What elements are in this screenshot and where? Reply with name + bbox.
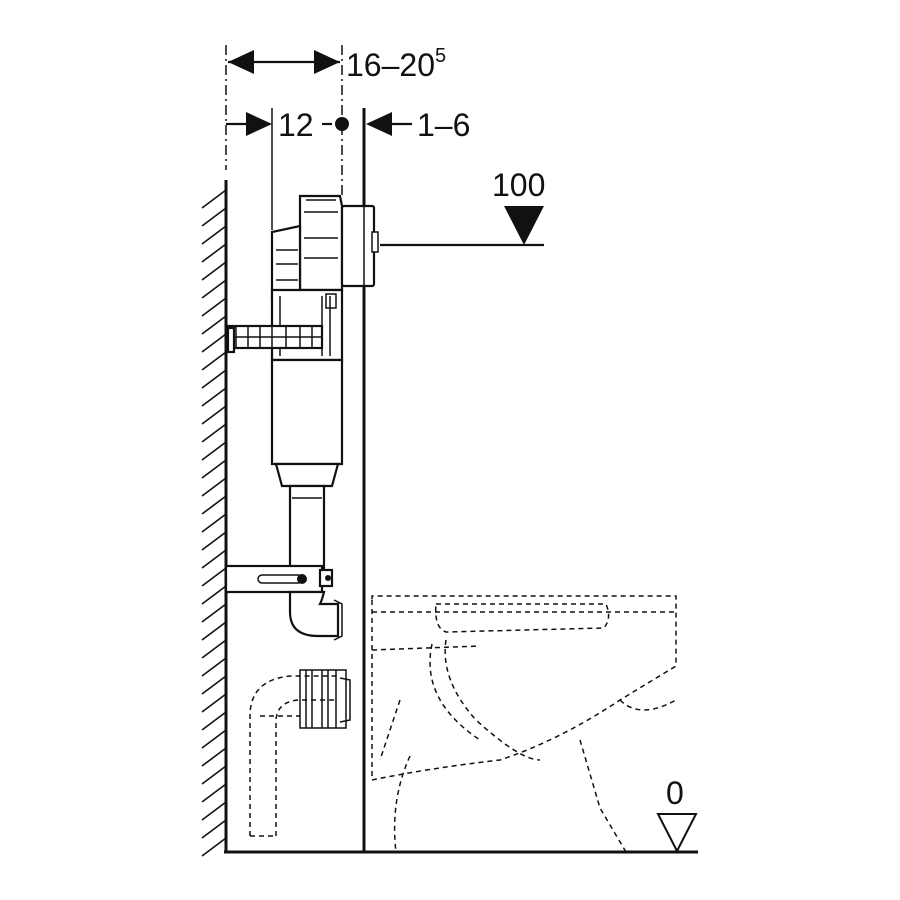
floor-level-marker [656,813,698,854]
wc-pan-outline [371,595,677,853]
actuation-level-marker [380,206,544,247]
level-actuation-label: 100 [492,167,545,203]
wall-hatching [201,189,227,857]
dim-cistern-depth: 12 [278,107,314,143]
dim-frame-depth: 16–205 [346,45,446,83]
dimension-lines [225,45,412,230]
level-floor-label: 0 [666,775,684,811]
concealed-cistern [224,194,379,837]
back-wall [201,180,228,857]
wall-bracket [224,324,324,354]
dim-wall-cladding: 1–6 [417,107,470,143]
